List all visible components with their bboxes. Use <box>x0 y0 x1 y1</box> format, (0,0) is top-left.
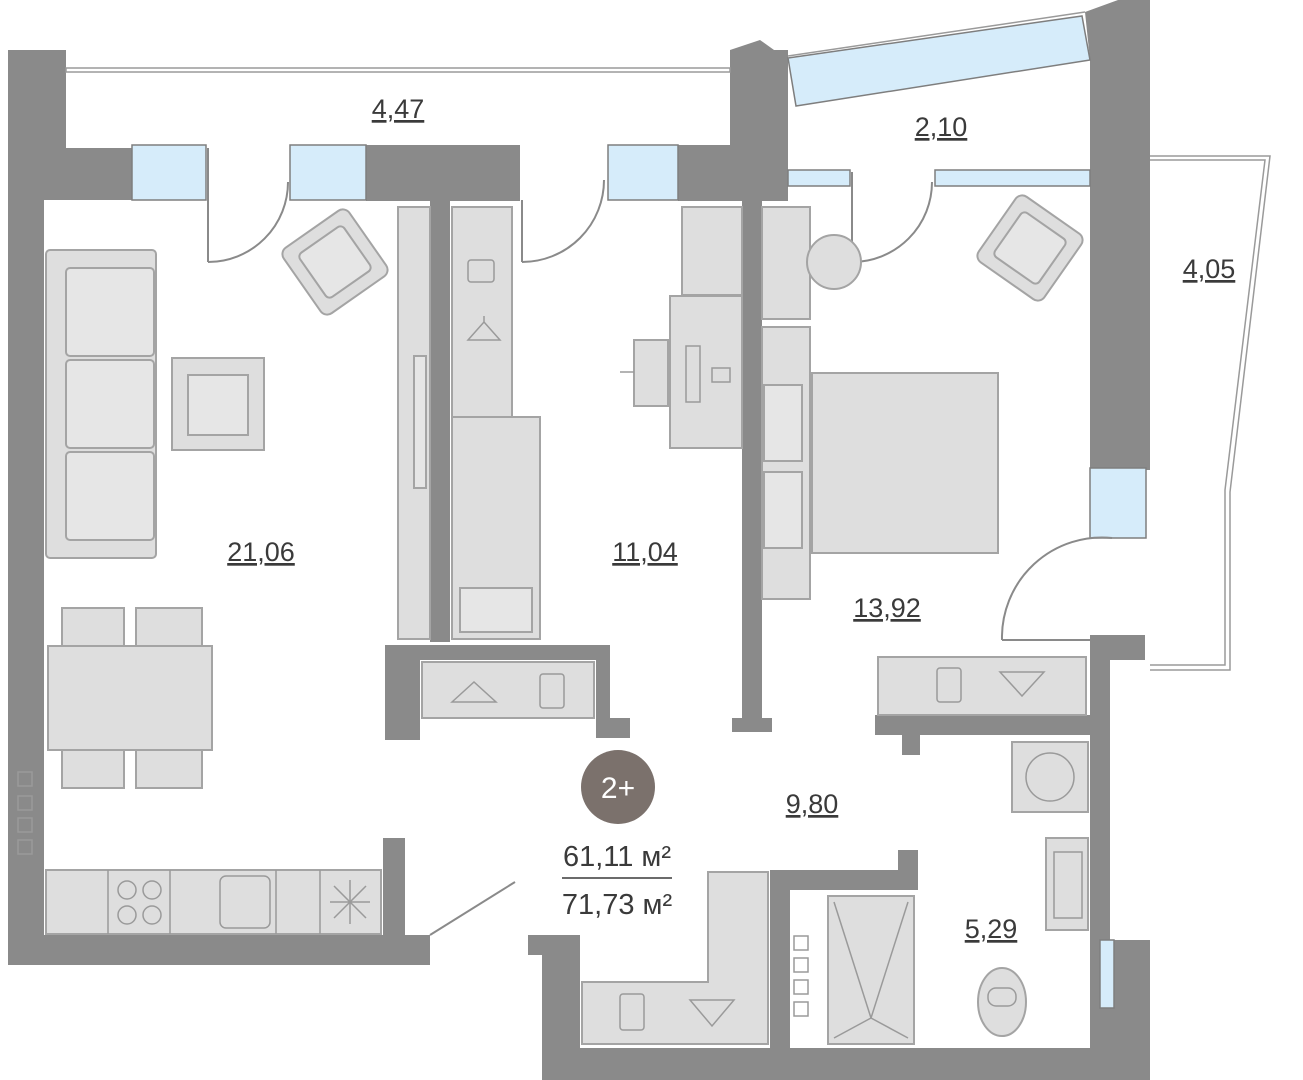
room-area-living-room: 21,06 <box>227 537 295 567</box>
apartment-summary: 2+ 61,11 м² 71,73 м² <box>562 750 673 921</box>
room-area-hallway: 9,80 <box>786 789 839 819</box>
room-area-balcony-right: 4,05 <box>1183 254 1236 284</box>
living-area-total: 61,11 м² <box>563 841 671 873</box>
room-count-badge <box>581 750 655 824</box>
total-area: 71,73 м² <box>562 889 673 921</box>
room-area-bedroom: 13,92 <box>853 593 921 623</box>
room-count-label: 2+ <box>601 772 635 805</box>
furniture <box>17 194 1089 1045</box>
room-area-bedroom-office: 11,04 <box>612 537 678 567</box>
loggia-outlines <box>65 11 1271 671</box>
room-area-loggia-top-left: 4,47 <box>372 94 425 124</box>
room-area-loggia-top-right: 2,10 <box>915 112 968 142</box>
windows <box>131 15 1147 1009</box>
room-area-bathroom: 5,29 <box>965 914 1018 944</box>
room-labels: 4,47 2,10 4,05 21,06 11,04 13,92 9,80 5,… <box>227 94 1235 944</box>
walls <box>8 0 1150 1080</box>
